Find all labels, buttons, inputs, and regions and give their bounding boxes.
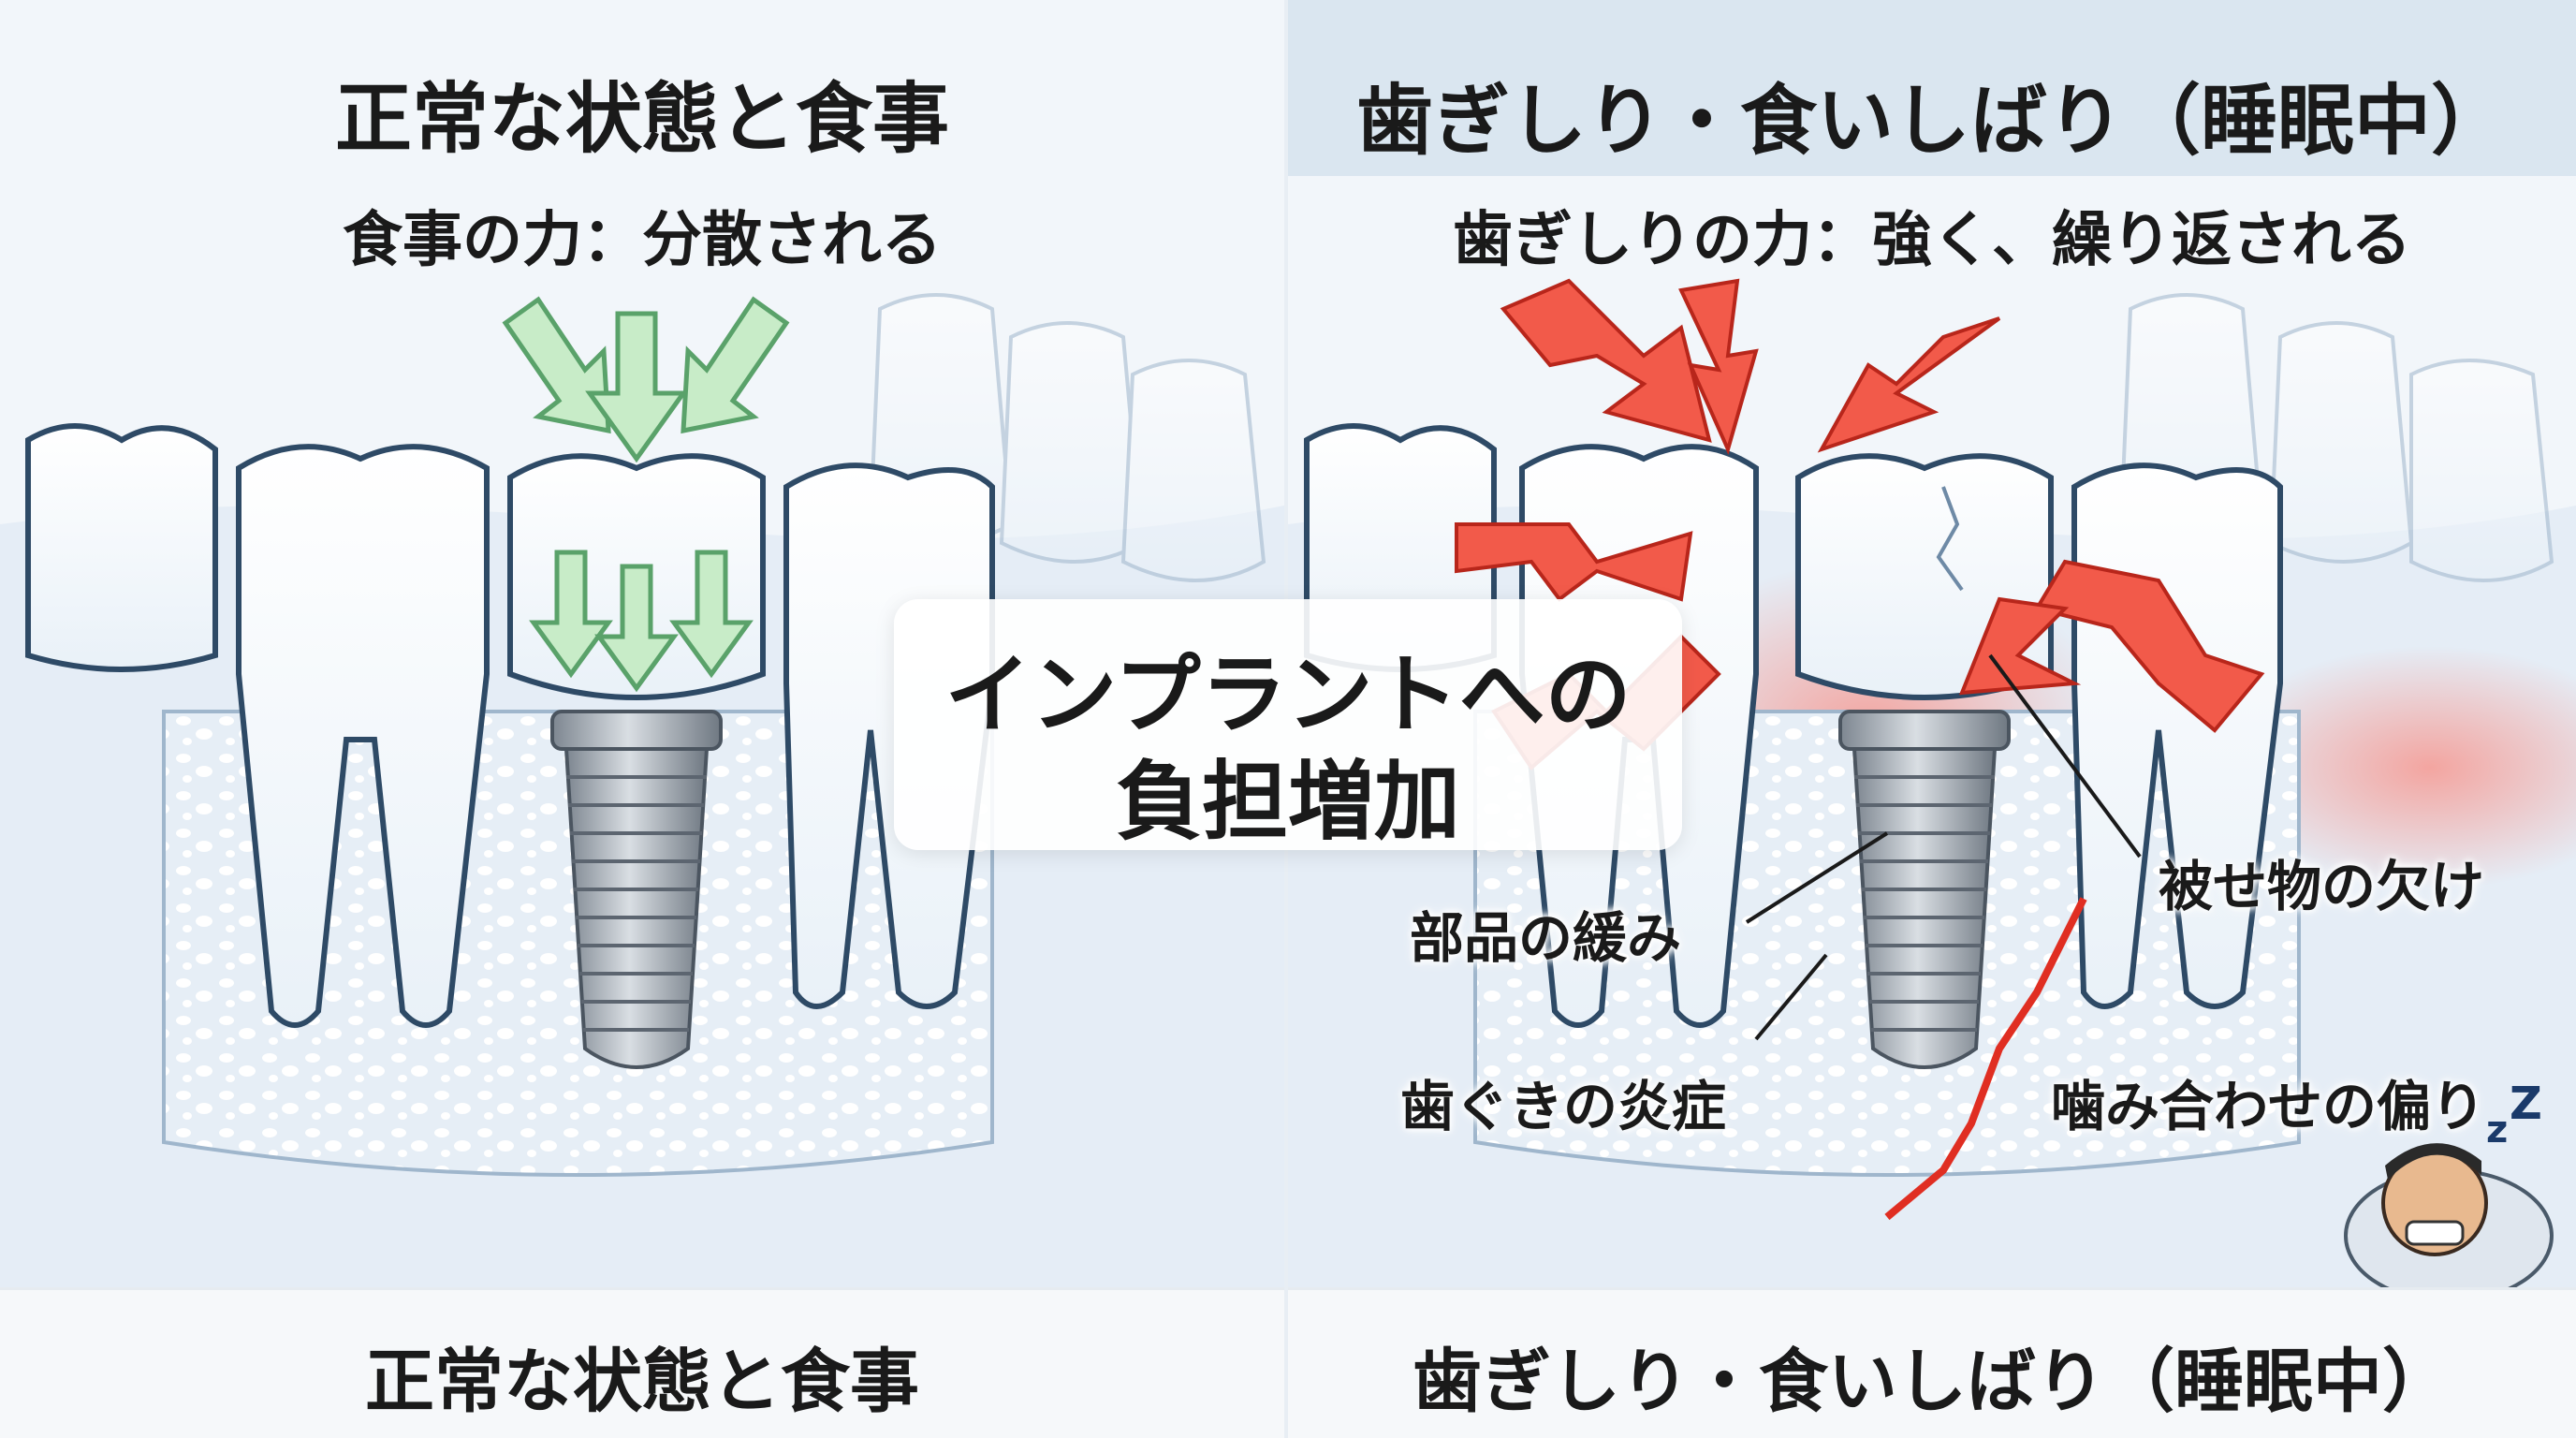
- left-footer-label: 正常な状態と食事: [365, 1342, 919, 1422]
- implant-fixture: [1838, 710, 2011, 1069]
- sleeping-person-icon: z Z: [2344, 1078, 2554, 1303]
- svg-text:Z: Z: [2510, 1078, 2542, 1130]
- center-message-line-2: 負担増加: [1115, 752, 1460, 852]
- right-panel-subtitle: 歯ぎしりの力：強く、繰り返される: [1453, 206, 2411, 275]
- natural-tooth-left: [236, 444, 490, 1028]
- left-panel-title: 正常な状態と食事: [334, 75, 949, 164]
- right-footer: 歯ぎしり・食いしばり（睡眠中）: [1288, 1287, 2576, 1438]
- callout-crown-chip: 被せ物の欠け: [2159, 855, 2485, 918]
- bruxism-panel: z Z 歯ぎしり・食いしばり（睡眠中） 歯ぎしりの力：強く、繰り返される 被せ物…: [1288, 0, 2576, 1438]
- implant-fixture: [550, 710, 723, 1069]
- svg-text:z: z: [2486, 1108, 2508, 1152]
- center-message-line-1: インプラントへの: [944, 645, 1632, 745]
- crown-crack: [1936, 486, 1964, 592]
- distributed-force-arrows: [502, 296, 790, 693]
- left-footer: 正常な状態と食事: [0, 1287, 1284, 1438]
- right-title-bar: [1288, 0, 2576, 176]
- callout-bite-imbalance: 噛み合わせの偏り: [2051, 1075, 2486, 1138]
- bite-stress-line: [1884, 897, 2087, 1221]
- callout-gum-inflammation: 歯ぐきの炎症: [1400, 1075, 1727, 1138]
- callout-screw-loosening: 部品の緩み: [1410, 906, 1682, 970]
- right-footer-label: 歯ぎしり・食いしばり（睡眠中）: [1412, 1342, 2452, 1422]
- center-message-box: インプラントへの 負担増加: [894, 599, 1682, 852]
- left-panel-subtitle: 食事の力：分散される: [343, 206, 942, 275]
- callout-leader-lines: [1745, 653, 2142, 1041]
- molar-left: [25, 423, 218, 672]
- right-panel-title: 歯ぎしり・食いしばり（睡眠中）: [1355, 77, 2508, 166]
- natural-tooth-right: [2071, 462, 2283, 1009]
